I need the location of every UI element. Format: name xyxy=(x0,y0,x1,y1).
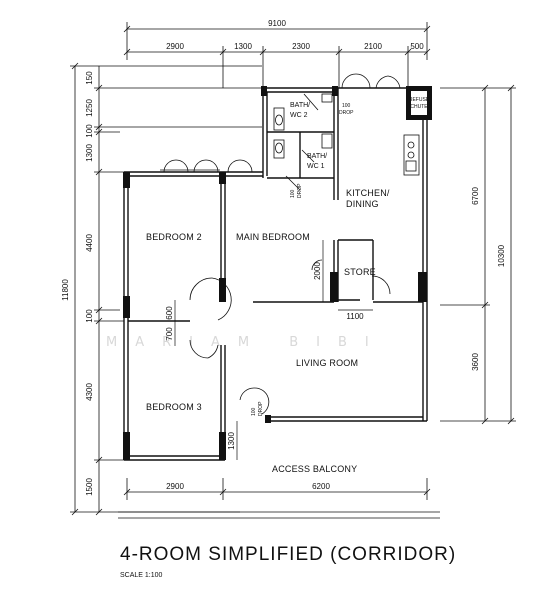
columns xyxy=(123,86,427,460)
interior-dimension-lines xyxy=(174,240,373,460)
room-store: STORE xyxy=(344,267,376,277)
room-bedroom-3: BEDROOM 3 xyxy=(146,402,202,412)
dim-left-6: 100 xyxy=(85,309,94,323)
room-bath-wc2-1: BATH/ xyxy=(290,102,310,109)
drop-label-1a: 100 xyxy=(342,103,351,109)
dim-main-bed-2000: 2000 xyxy=(313,262,322,280)
drop-label-3a: 100 xyxy=(251,407,257,416)
dim-door-700: 700 xyxy=(165,327,174,341)
dim-bed3-1300: 1300 xyxy=(227,432,236,450)
refuse-chute-label-1: REFUSE xyxy=(409,97,430,103)
plan-scale: SCALE 1:100 xyxy=(120,572,163,579)
room-bath-wc1-1: BATH/ xyxy=(307,153,327,160)
bath-fixtures xyxy=(273,93,333,159)
watermark: MARIAM BIBI xyxy=(106,335,387,350)
dim-left-total: 11800 xyxy=(61,279,70,301)
dim-store-1100: 1100 xyxy=(346,312,364,321)
top-dimensions xyxy=(123,22,431,88)
dim-left-4: 1300 xyxy=(85,144,94,162)
dim-top-5: 500 xyxy=(410,42,424,51)
dim-top-3: 2300 xyxy=(292,42,310,51)
room-main-bedroom: MAIN BEDROOM xyxy=(236,232,310,242)
room-bedroom-2: BEDROOM 2 xyxy=(146,232,202,242)
dim-right-total: 10300 xyxy=(497,244,506,267)
dim-left-3: 100 xyxy=(85,124,94,138)
windows xyxy=(160,73,401,173)
dim-left-5: 4400 xyxy=(85,234,94,252)
dim-bottom-1: 2900 xyxy=(166,482,184,491)
drop-label-1b: DROP xyxy=(339,110,354,116)
dim-left-2: 1250 xyxy=(85,99,94,117)
dim-top-1: 2900 xyxy=(166,42,184,51)
room-kitchen-1: KITCHEN/ xyxy=(346,188,390,198)
drop-label-2b: DROP xyxy=(297,183,303,198)
kitchen-counter xyxy=(403,134,420,176)
room-access-balcony: ACCESS BALCONY xyxy=(272,464,357,474)
dim-left-7: 4300 xyxy=(85,383,94,401)
dim-top-2: 1300 xyxy=(234,42,252,51)
plan-title: 4-ROOM SIMPLIFIED (CORRIDOR) xyxy=(120,544,457,565)
dim-right-lower: 3600 xyxy=(471,353,480,371)
room-bath-wc2-2: WC 2 xyxy=(290,112,308,119)
drop-label-3b: DROP xyxy=(258,401,264,416)
bottom-dimensions xyxy=(118,478,440,519)
walls xyxy=(123,87,428,461)
dim-top-4: 2100 xyxy=(364,42,382,51)
door-swings xyxy=(189,93,391,415)
dim-left-8: 1500 xyxy=(85,478,94,496)
left-dimensions xyxy=(70,62,262,516)
dim-door-600: 600 xyxy=(165,306,174,320)
room-bath-wc1-2: WC 1 xyxy=(307,163,325,170)
dim-left-1: 150 xyxy=(85,71,94,85)
refuse-chute-label-2: CHUTE xyxy=(410,104,428,110)
drop-label-2a: 100 xyxy=(290,189,296,198)
room-living-room: LIVING ROOM xyxy=(296,358,358,368)
dim-bottom-2: 6200 xyxy=(312,482,330,491)
refuse-chute xyxy=(406,86,432,120)
dim-top-total: 9100 xyxy=(268,19,286,28)
room-kitchen-2: DINING xyxy=(346,199,379,209)
right-dimensions xyxy=(440,84,516,425)
dim-right-upper: 6700 xyxy=(471,187,480,205)
